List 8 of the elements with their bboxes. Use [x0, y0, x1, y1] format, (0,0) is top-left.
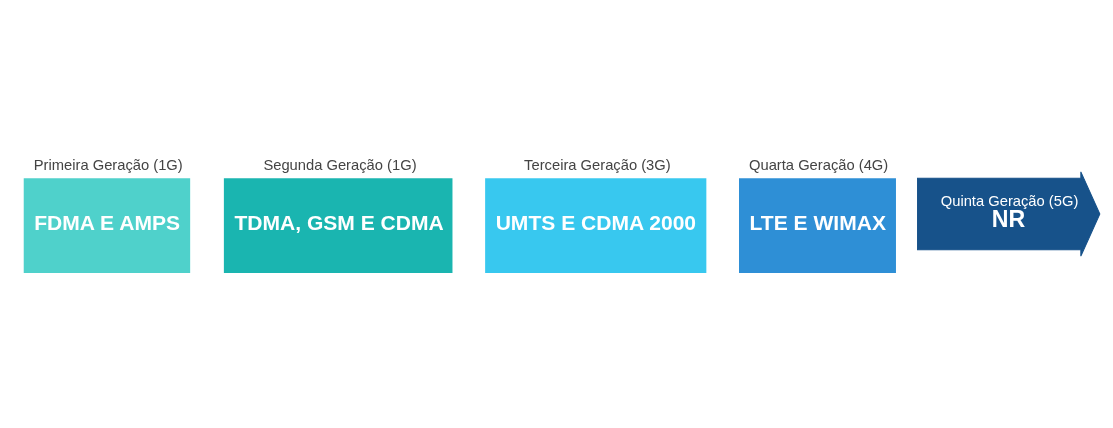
node-box: TDMA, GSM E CDMA — [223, 178, 453, 273]
node-label: Quarta Geração (4G) — [749, 156, 889, 173]
node-label: Primeira Geração (1G) — [33, 156, 183, 173]
node-label: Terceira Geração (3G) — [524, 156, 671, 173]
node-label: Segunda Geração (1G) — [263, 156, 417, 173]
node-box: LTE E WIMAX — [739, 178, 896, 273]
node-box: FDMA E AMPS — [23, 178, 191, 273]
node-box: UMTS E CDMA 2000 — [485, 178, 707, 273]
